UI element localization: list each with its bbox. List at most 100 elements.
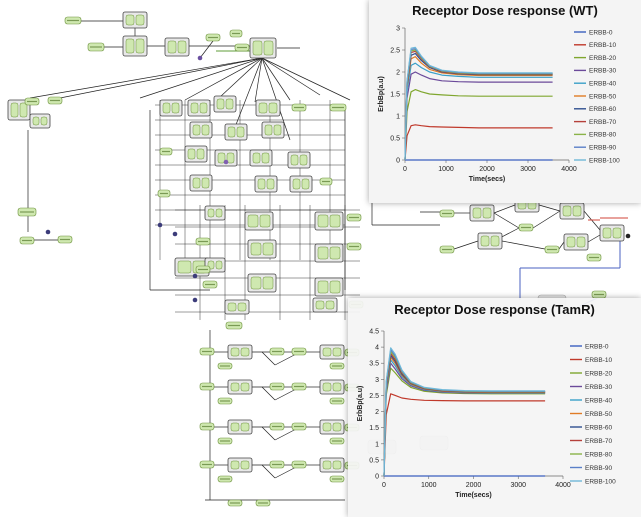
complex-subunit (332, 460, 342, 470)
species-node-text-mark (220, 365, 230, 367)
complex-subunit (226, 152, 235, 164)
series-line (404, 46, 553, 161)
complex-subunit (230, 422, 240, 432)
reaction-edge (538, 204, 561, 212)
series-line (383, 356, 546, 477)
species-node-text-mark (349, 216, 359, 219)
complex-subunit (322, 422, 332, 432)
complex-subunit (329, 214, 341, 228)
reaction-edge (501, 240, 546, 250)
species-node-text-mark (272, 463, 282, 466)
species-node-text-mark (294, 350, 304, 353)
complex-subunit (187, 148, 196, 160)
complex-subunit (317, 246, 329, 260)
complex-subunit (261, 152, 270, 164)
reaction-dot (45, 229, 51, 235)
species-node-text-mark (258, 502, 268, 504)
species-node-text-mark (27, 100, 37, 103)
complex-subunit (262, 242, 274, 256)
reaction-edge (493, 212, 520, 229)
y-tick-label: 4.5 (369, 329, 379, 336)
legend-label: ERBB-0 (589, 29, 613, 36)
species-node-text-mark (198, 240, 208, 243)
reaction-edge (29, 57, 263, 99)
reaction-dot (157, 222, 163, 228)
complex-subunit (566, 236, 576, 248)
y-tick-label: 3.5 (369, 361, 379, 368)
species-node-text-mark (90, 46, 102, 48)
x-tick-label: 4000 (561, 166, 577, 173)
x-tick-label: 2000 (466, 482, 482, 489)
complex-subunit (201, 177, 210, 189)
series-line (404, 55, 553, 161)
y-tick-label: 0.5 (369, 457, 379, 464)
series-line (383, 393, 546, 477)
reaction-edge (139, 57, 263, 99)
series-line (383, 347, 546, 477)
legend-label: ERBB-40 (585, 397, 612, 404)
complex-subunit (227, 126, 236, 138)
species-node-text-mark (322, 180, 330, 183)
complex-subunit (290, 154, 299, 166)
y-tick-label: 3 (396, 26, 400, 33)
y-tick-label: 2.5 (369, 393, 379, 400)
reaction-edge (199, 40, 214, 59)
complex-subunit (236, 126, 245, 138)
y-tick-label: 0 (396, 158, 400, 165)
species-node-text-mark (220, 400, 230, 402)
species-node-text-mark (594, 293, 604, 296)
complex-subunit (576, 236, 586, 248)
species-node-text-mark (60, 238, 70, 241)
y-tick-label: 1.5 (390, 92, 400, 99)
legend-label: ERBB-50 (585, 411, 612, 418)
series-line (404, 124, 553, 161)
complex-subunit (562, 205, 572, 217)
complex-subunit (125, 38, 135, 54)
reaction-dot (192, 297, 198, 303)
y-tick-label: 4 (375, 345, 379, 352)
species-node-text-mark (332, 365, 342, 367)
reaction-edge (587, 234, 601, 243)
complex-subunit (216, 98, 225, 110)
complex-subunit (167, 40, 177, 54)
series-line (383, 354, 546, 477)
species-node-text-mark (202, 385, 212, 388)
complex-subunit (329, 280, 341, 294)
complex-subunit (332, 422, 342, 432)
series-line (404, 52, 553, 161)
species-node-text-mark (349, 245, 359, 248)
reaction-edge (184, 57, 263, 101)
species-node-text-mark (272, 425, 282, 428)
species-node-text-mark (220, 478, 230, 480)
species-node-text-mark (237, 46, 247, 49)
species-node-text-mark (332, 440, 342, 442)
reaction-edge (532, 210, 561, 229)
y-tick-label: 2 (375, 409, 379, 416)
y-tick-label: 3 (375, 377, 379, 384)
legend-label: ERBB-80 (585, 451, 612, 458)
complex-subunit (317, 280, 329, 294)
reaction-edge (558, 241, 565, 250)
complex-subunit (32, 116, 40, 126)
species-node-text-mark (294, 385, 304, 388)
legend-label: ERBB-50 (589, 93, 616, 100)
complex-subunit (472, 207, 482, 219)
reaction-dot (192, 273, 198, 279)
complex-subunit (177, 40, 187, 54)
complex-subunit (322, 347, 332, 357)
wt-chart-title: Receptor Dose response (WT) (412, 3, 598, 18)
tamr-chart-title: Receptor Dose response (TamR) (394, 302, 595, 317)
species-node-text-mark (202, 350, 212, 353)
x-tick-label: 1000 (421, 482, 437, 489)
complex-subunit (482, 207, 492, 219)
species-node-text-mark (442, 212, 452, 215)
x-tick-label: 3000 (510, 482, 526, 489)
complex-subunit (230, 460, 240, 470)
complex-subunit (329, 246, 341, 260)
species-node-text-mark (294, 106, 304, 109)
complex-subunit (301, 178, 310, 190)
complex-subunit (262, 276, 274, 290)
complex-subunit (19, 102, 28, 118)
